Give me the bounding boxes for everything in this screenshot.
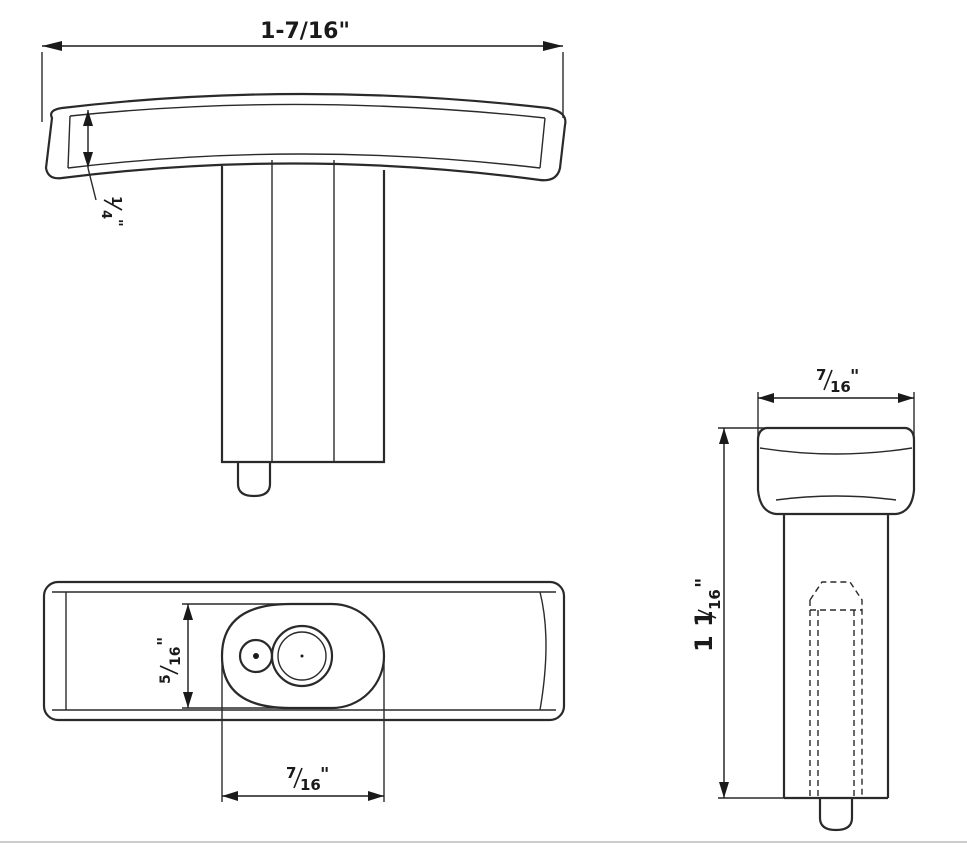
bottom-small-hole-center xyxy=(253,653,259,659)
front-thickness-slash xyxy=(103,199,123,211)
bottom-hole-unit: " xyxy=(154,637,175,646)
bottom-large-hole-center xyxy=(300,654,304,658)
side-width-arrow-left xyxy=(758,393,774,403)
side-height-arrow-top xyxy=(719,428,729,444)
front-thickness-arrow-top xyxy=(83,110,93,126)
side-head-upper-curve xyxy=(759,447,913,455)
front-width-arrow-left xyxy=(42,41,62,51)
bottom-width-label: 7 16 " xyxy=(286,764,329,794)
side-height-unit: " xyxy=(691,578,715,588)
side-screw-tip xyxy=(818,798,854,832)
side-height-slash xyxy=(697,609,717,619)
side-width-unit: " xyxy=(850,366,859,387)
front-bar-right-bevel xyxy=(539,117,546,169)
side-width-arrow-right xyxy=(898,393,914,403)
front-thickness-leader xyxy=(87,167,97,201)
front-bar-left-bevel xyxy=(67,115,71,169)
bottom-width-slash xyxy=(293,767,303,789)
bottom-hole-den: 16 xyxy=(168,647,184,666)
side-width-label: 7 16 " xyxy=(816,366,859,396)
bottom-hole-slash xyxy=(159,665,179,675)
front-screw-tip xyxy=(236,462,272,498)
front-thickness-den: 4 xyxy=(98,210,113,219)
bottom-hole-arrow-bottom xyxy=(183,692,193,708)
bottom-hole-label: 5 16 " xyxy=(154,637,184,684)
bottom-large-hole-inner xyxy=(277,631,327,681)
side-thread-outer-right xyxy=(809,581,863,798)
front-width-label: 1-7/16" xyxy=(260,19,350,44)
bottom-width-num: 7 xyxy=(286,764,296,782)
side-head-outline xyxy=(756,426,916,516)
front-bar-inner-bottom xyxy=(67,153,541,169)
front-thickness-label: 1 4 " xyxy=(98,196,126,227)
front-bar-outline xyxy=(44,92,567,182)
bottom-width-arrow-right xyxy=(368,791,384,801)
bottom-large-hole-outer xyxy=(270,624,334,688)
bottom-width-unit: " xyxy=(320,764,329,785)
side-width-num: 7 xyxy=(816,366,826,384)
bottom-hole-num: 5 xyxy=(158,674,174,684)
bottom-view: 5 16 " 7 16 " xyxy=(42,580,566,802)
side-height-label: 1 1 16 " xyxy=(690,578,724,652)
bottom-base xyxy=(220,602,386,710)
side-height-arrow-bottom xyxy=(719,782,729,798)
bottom-bar-outline xyxy=(42,580,566,722)
side-height-den: 16 xyxy=(706,589,724,610)
front-stem xyxy=(220,166,386,464)
side-width-slash xyxy=(823,369,833,391)
front-width-arrow-right xyxy=(543,41,563,51)
bottom-width-den: 16 xyxy=(300,776,321,794)
side-width-den: 16 xyxy=(830,378,851,396)
bottom-bar-right-edge xyxy=(539,591,547,711)
bottom-width-arrow-left xyxy=(222,791,238,801)
front-thickness-unit: " xyxy=(108,219,126,227)
front-view: 1-7/16" 1 4 " xyxy=(41,19,567,498)
bottom-hole-arrow-top xyxy=(183,604,193,620)
front-thickness-arrow-bottom xyxy=(83,152,93,168)
side-head-lower-curve xyxy=(775,495,897,501)
side-view: 7 16 " 1 1 16 " xyxy=(690,366,916,832)
front-bar-inner-top xyxy=(69,103,546,119)
front-thickness-num: 1 xyxy=(108,196,123,205)
